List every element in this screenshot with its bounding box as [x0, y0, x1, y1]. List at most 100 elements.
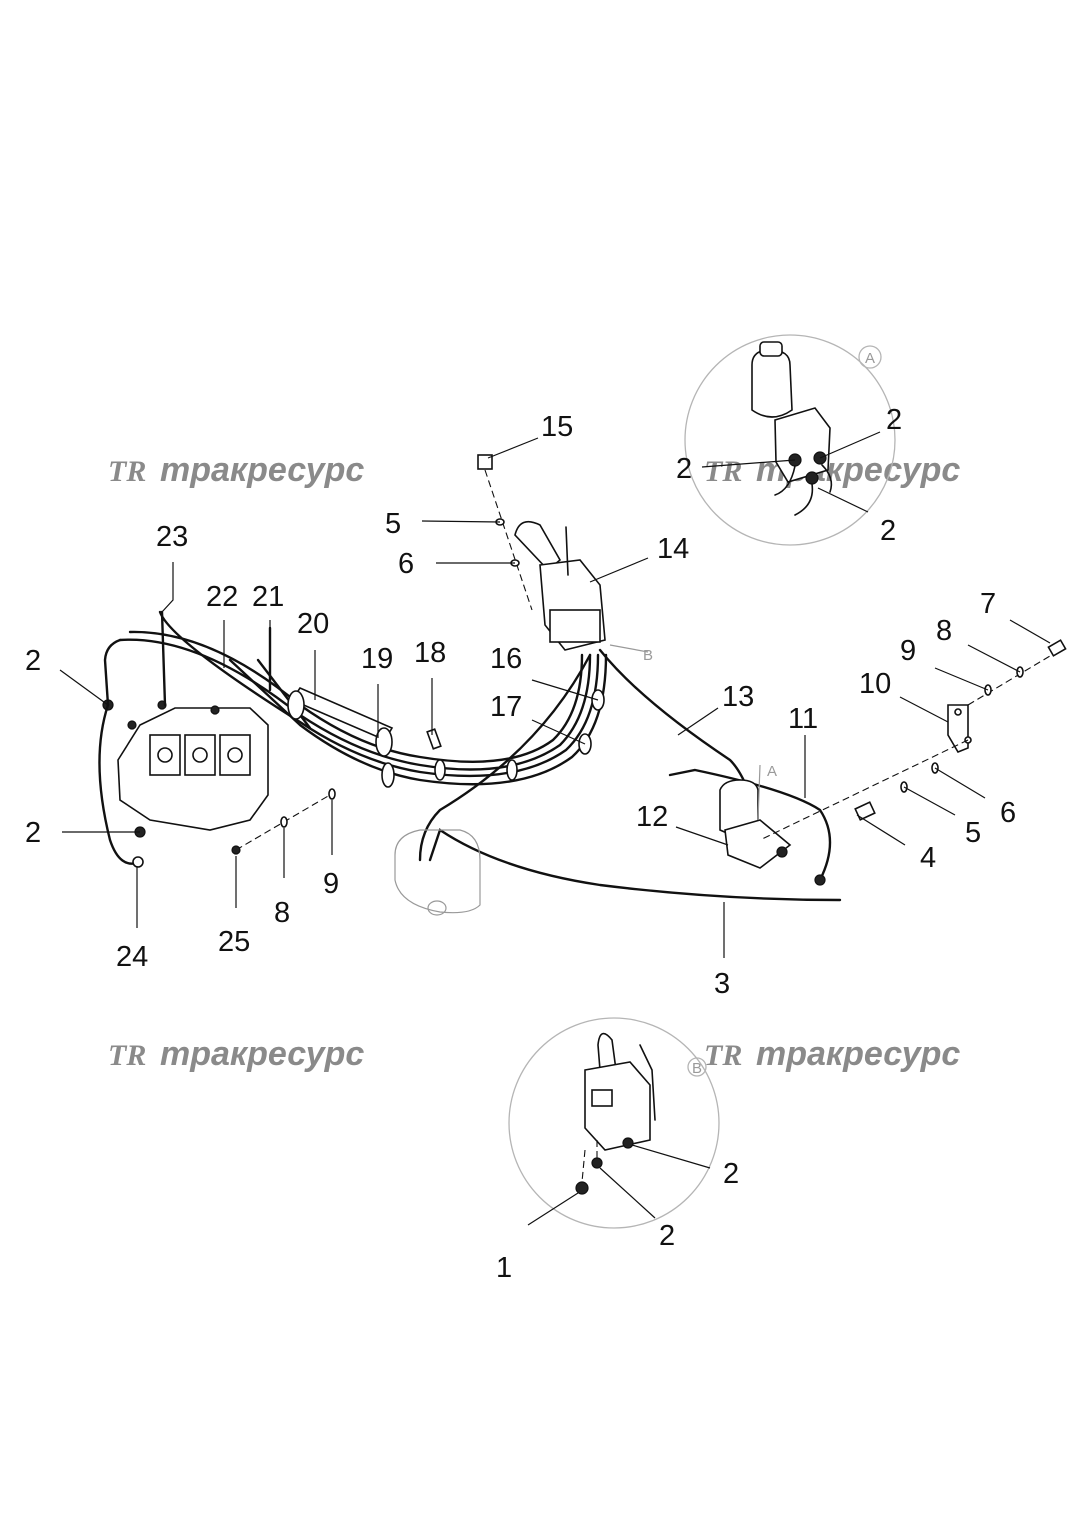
hose-13: [598, 648, 750, 792]
detail-b-letter: B: [692, 1060, 702, 1077]
valve-port: [192, 747, 208, 763]
callout-2: 2: [880, 515, 896, 547]
watermark-logo: TR: [108, 1039, 146, 1072]
valve-port: [227, 747, 243, 763]
pump-port: [427, 900, 447, 916]
pump-outlet-reference: [394, 829, 481, 916]
hose-clamp: [434, 759, 446, 781]
leader-line: [421, 520, 501, 523]
watermark-top-left: TR тракресурс: [108, 451, 364, 489]
assembly-line: [759, 739, 969, 841]
accumulator-block: [774, 407, 831, 483]
fitting: [591, 1157, 603, 1169]
callout-5: 5: [965, 817, 981, 849]
callout-20: 20: [297, 608, 329, 640]
callout-24: 24: [116, 941, 148, 973]
hose-23: [160, 610, 167, 707]
detail-a-circle: [684, 334, 896, 546]
fitting: [127, 720, 137, 730]
detail-b-reference-letter: B: [643, 647, 653, 664]
detail-b-marker: [687, 1057, 707, 1077]
callout-7: 7: [980, 588, 996, 620]
pump-housing: [394, 829, 481, 914]
callout-11: 11: [788, 703, 818, 735]
watermark-bottom-right: TR тракресурс: [704, 1035, 960, 1073]
washer-9: [328, 788, 336, 800]
hose-24: [98, 703, 142, 865]
detail-a-letter: A: [865, 350, 875, 367]
callout-14: 14: [657, 533, 689, 565]
leader-line: [487, 437, 539, 459]
sleeve-clamp: [375, 727, 393, 757]
callout-6: 6: [1000, 797, 1016, 829]
callout-4: 4: [920, 842, 936, 874]
leader-line: [1009, 619, 1051, 644]
leader-line: [675, 826, 729, 846]
fitting: [210, 705, 220, 715]
joystick-cable: [565, 526, 569, 576]
nut-25: [231, 845, 241, 855]
fitting: [622, 1137, 634, 1149]
callout-18: 18: [414, 637, 446, 669]
sleeve-clamp: [287, 690, 305, 720]
leader-line: [856, 814, 906, 846]
leader-line: [531, 719, 586, 745]
leader-line: [819, 431, 881, 459]
leader-line: [967, 644, 1021, 673]
joystick-handle: [514, 520, 562, 572]
watermark-bottom-left: TR тракресурс: [108, 1035, 364, 1073]
fitting: [776, 846, 788, 858]
joystick-body: [584, 1061, 651, 1151]
joystick-label: [591, 1089, 613, 1107]
watermark-text: тракресурс: [756, 1035, 960, 1073]
watermark-text: тракресурс: [160, 1035, 364, 1073]
hose-end: [794, 483, 814, 516]
hose: [158, 610, 600, 778]
callout-23: 23: [156, 521, 188, 553]
accumulator-cap: [759, 341, 783, 357]
bolt-7: [1047, 639, 1067, 657]
accumulator-block-12: [724, 819, 792, 869]
detail-b-reference: [609, 644, 649, 653]
callout-9: 9: [323, 868, 339, 900]
callout-5: 5: [385, 508, 401, 540]
detail-b-circle: [508, 1017, 720, 1229]
callout-2: 2: [723, 1158, 739, 1190]
joystick-assembly: B: [477, 454, 653, 664]
watermark-logo: TR: [108, 455, 146, 488]
callout-21: 21: [252, 581, 284, 613]
hose-return: [418, 653, 592, 862]
detail-a-reference: [757, 764, 761, 821]
callout-8: 8: [274, 897, 290, 929]
hose: [128, 630, 584, 763]
leader-lines: [59, 437, 1051, 958]
bolt-4: [854, 801, 876, 821]
callouts: 15 5 6 14 23 22 21 20 19 18 16 17 13 11 …: [25, 404, 1016, 1284]
callout-8: 8: [936, 615, 952, 647]
bolt-18: [426, 728, 442, 750]
leader-line: [934, 667, 989, 691]
hose-end: [774, 465, 796, 496]
hose-3: [428, 828, 842, 902]
leader-line: [161, 562, 174, 613]
leader-line: [59, 669, 109, 706]
joystick-cable: [639, 1044, 656, 1121]
callout-2: 2: [25, 645, 41, 677]
leader-line: [531, 679, 599, 701]
watermark-text: тракресурс: [160, 451, 364, 489]
bracket-10: [947, 704, 969, 753]
callout-22: 22: [206, 581, 238, 613]
bracket-hole: [954, 708, 962, 716]
callout-2: 2: [676, 453, 692, 485]
detail-a-view: A: [684, 334, 896, 546]
leader-line: [903, 786, 956, 816]
leader-line: [631, 1144, 711, 1169]
callout-6: 6: [398, 548, 414, 580]
watermark-logo: TR: [704, 455, 742, 488]
hose: [103, 638, 122, 707]
leader-line: [599, 1167, 656, 1219]
hose-clamp: [506, 759, 518, 781]
leader-line: [589, 557, 649, 583]
hose-end: [821, 464, 833, 493]
